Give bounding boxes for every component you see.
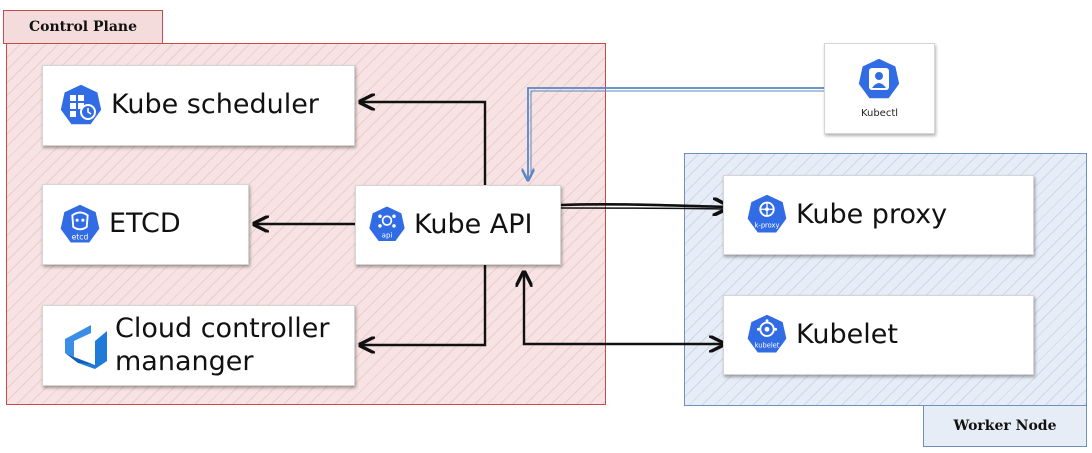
api-icon-text: api bbox=[382, 231, 393, 239]
kubectl-to-api-arrow-stroke2 bbox=[530, 90, 826, 176]
kubernetes-api-icon: api bbox=[366, 204, 408, 246]
kube-api-label: Kube API bbox=[414, 208, 533, 240]
kubectl-node[interactable]: Kubectl bbox=[824, 43, 935, 134]
kube-api-node[interactable]: api Kube API bbox=[355, 185, 561, 265]
etcd-label: ETCD bbox=[109, 208, 181, 240]
kubectl-to-api-arrow bbox=[528, 87, 826, 180]
kubelet-icon-text: kubelet bbox=[755, 341, 780, 349]
api-to-kube-proxy-arrow bbox=[560, 204, 729, 207]
kubelet-node[interactable]: kubelet Kubelet bbox=[723, 295, 1034, 375]
kube-scheduler-label: Kube scheduler bbox=[111, 89, 319, 121]
api-to-cloud-controller-arrow bbox=[360, 265, 487, 345]
api-to-scheduler-arrow bbox=[360, 102, 487, 185]
worker-node-label: Worker Node bbox=[923, 405, 1087, 447]
kubernetes-proxy-icon: k-proxy bbox=[744, 192, 790, 238]
etcd-icon-text: etcd bbox=[72, 232, 89, 241]
api-to-kube-proxy-arrow-stroke2 bbox=[560, 207, 727, 210]
kube-proxy-icon-text: k-proxy bbox=[755, 221, 780, 229]
azure-devops-icon bbox=[61, 321, 111, 371]
kubernetes-scheduler-icon bbox=[57, 82, 105, 130]
kubectl-label: Kubectl bbox=[860, 108, 899, 119]
api-kubelet-arrow bbox=[524, 272, 724, 344]
cloud-controller-manager-node[interactable]: Cloud controller mananger bbox=[42, 305, 355, 386]
etcd-node[interactable]: etcd ETCD bbox=[42, 184, 249, 265]
kube-proxy-node[interactable]: k-proxy Kube proxy bbox=[723, 175, 1034, 255]
cloud-controller-label-line2: mananger bbox=[115, 345, 254, 377]
kubelet-label: Kubelet bbox=[796, 318, 898, 350]
kube-scheduler-node[interactable]: Kube scheduler bbox=[42, 65, 355, 146]
control-plane-label: Control Plane bbox=[3, 10, 163, 44]
kubernetes-etcd-icon: etcd bbox=[57, 202, 103, 248]
kube-proxy-label: Kube proxy bbox=[796, 198, 948, 230]
kubernetes-kubelet-icon: kubelet bbox=[744, 312, 790, 358]
cloud-controller-label-line1: Cloud controller bbox=[115, 313, 330, 345]
kubernetes-user-icon bbox=[855, 56, 903, 108]
cloud-controller-manager-label: Cloud controller mananger bbox=[115, 313, 330, 378]
